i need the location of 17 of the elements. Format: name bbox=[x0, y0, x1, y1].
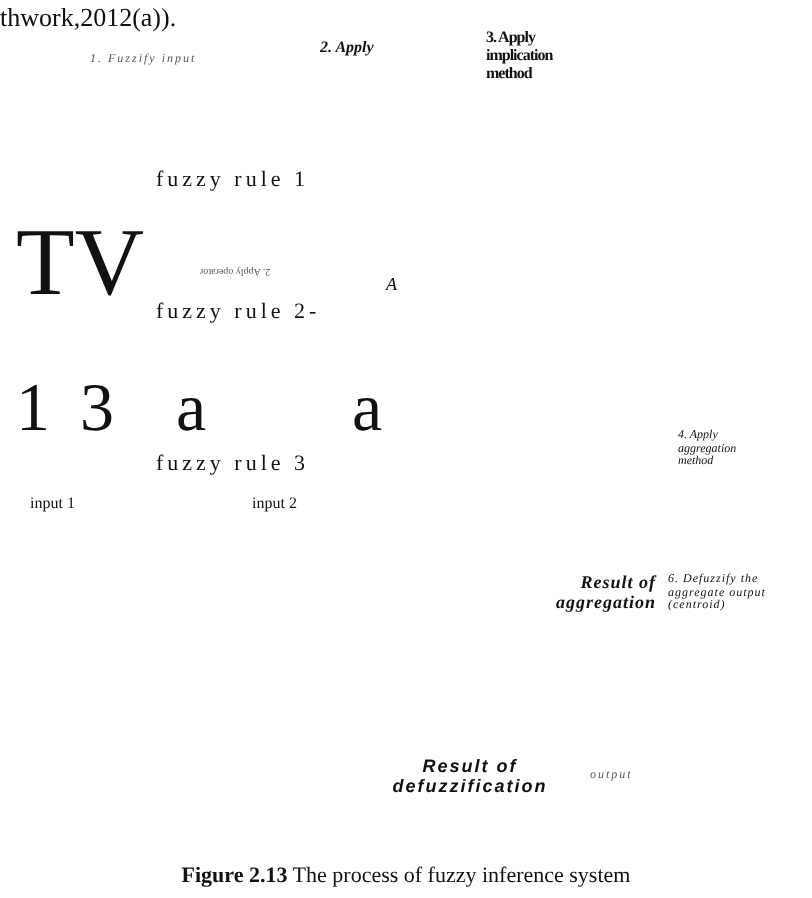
rule-label: fuzzy rule 1 bbox=[156, 168, 310, 193]
large-symbol: a bbox=[176, 372, 207, 447]
large-symbol: 3 bbox=[80, 372, 114, 447]
symbol-label: A bbox=[386, 276, 397, 296]
large-symbol: a bbox=[352, 372, 383, 447]
large-symbol: TV bbox=[16, 212, 144, 318]
citation-fragment: thwork,2012(a)). bbox=[0, 4, 177, 33]
step-label: 2. Apply bbox=[320, 40, 374, 58]
result-label: Result of defuzzification bbox=[390, 758, 550, 798]
input-label: input 2 bbox=[252, 496, 297, 514]
step-label: 3. Apply implication method bbox=[486, 30, 555, 83]
result-label: Result of aggregation bbox=[553, 574, 656, 614]
rule-label: fuzzy rule 3 bbox=[156, 452, 310, 477]
input-label: input 1 bbox=[30, 496, 75, 514]
rule-label: fuzzy rule 2- bbox=[156, 300, 321, 325]
figure-caption: Figure 2.13 The process of fuzzy inference system bbox=[179, 864, 633, 889]
large-symbol: 1 bbox=[16, 372, 50, 447]
